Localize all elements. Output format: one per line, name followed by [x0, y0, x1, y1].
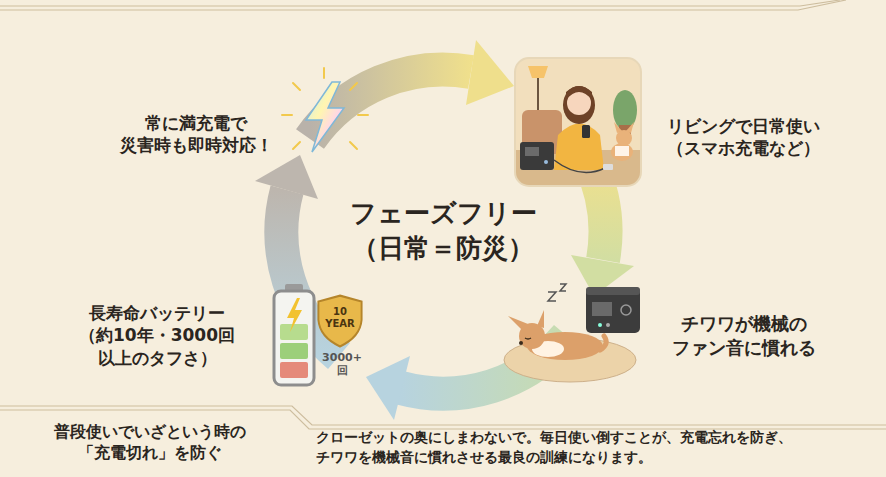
panel-text: 普段使いでいざという時の 「充電切れ」を防ぐ	[0, 412, 300, 464]
cycle-count: 3000+ 回	[318, 352, 366, 377]
center-title: フェーズフリー （日常＝防災）	[333, 196, 553, 266]
lightning-icon	[282, 68, 368, 152]
stage-label: リビングで日常使い （スマホ充電など）	[648, 115, 838, 160]
year-shield: 10 YEAR	[316, 294, 364, 348]
shield-text: 10 YEAR	[316, 294, 364, 329]
sleeping-dog-illustration	[504, 284, 640, 382]
stage-label: 長寿命バッテリー （約10年・3000回 以上のタフさ）	[66, 302, 248, 369]
stage-label: チワワが機械の ファン音に慣れる	[646, 312, 841, 360]
stage-label: 常に満充電で 災害時も即時対応！	[110, 112, 282, 157]
cycle-arrows	[281, 70, 605, 394]
summary-panel: 普段使いでいざという時の 「充電切れ」を防ぐ	[0, 412, 300, 477]
battery-icon	[274, 284, 314, 385]
caption-note: クローゼットの奥にしまわないで。毎日使い倒すことが、充電忘れを防ぎ、 チワワを機…	[316, 428, 856, 467]
living-room-illustration	[515, 58, 641, 186]
frame-border	[0, 0, 886, 429]
